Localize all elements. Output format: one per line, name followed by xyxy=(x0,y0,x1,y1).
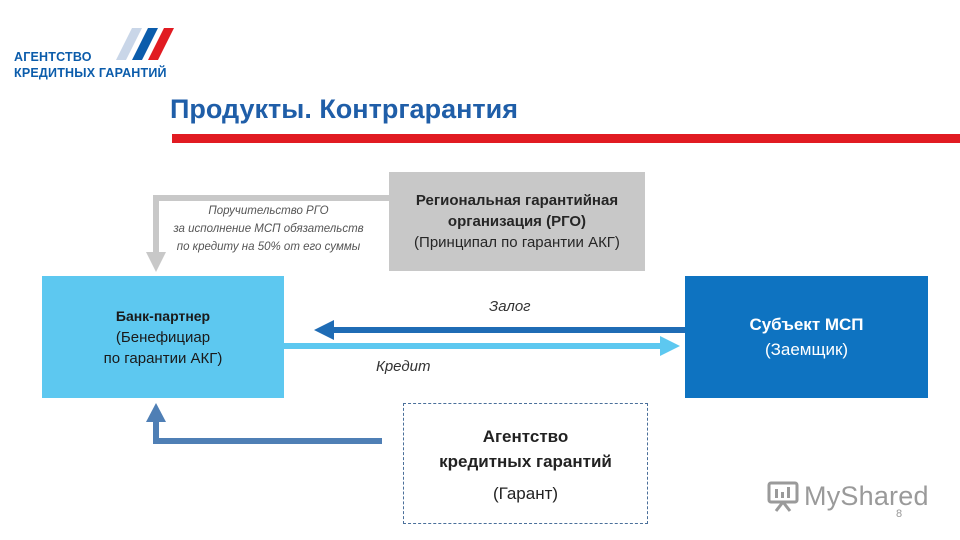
akg-line-1: Агентство xyxy=(482,426,569,446)
bank-line-1: Банк-партнер xyxy=(115,307,211,324)
collateral-arrowhead xyxy=(314,320,334,340)
akg-arrowhead xyxy=(146,403,166,422)
logo-line-2: КРЕДИТНЫХ ГАРАНТИЙ xyxy=(14,66,167,80)
guarantee-connector xyxy=(153,195,389,254)
akg-box: Агентство кредитных гарантий (Гарант) xyxy=(403,403,648,524)
logo-line-1: АГЕНТСТВО xyxy=(14,50,92,64)
msp-line-1: Субъект МСП xyxy=(749,315,864,334)
agency-logo: АГЕНТСТВО КРЕДИТНЫХ ГАРАНТИЙ xyxy=(14,26,174,86)
guarantee-note: Поручительство РГО за исполнение МСП обя… xyxy=(156,202,381,256)
akg-line-2: кредитных гарантий xyxy=(439,451,612,471)
akg-connector xyxy=(153,420,382,444)
credit-arrowhead xyxy=(660,336,680,356)
guarantee-note-line-1: Поручительство РГО xyxy=(208,205,329,217)
bank-line-3: по гарантии АКГ) xyxy=(103,349,223,367)
presentation-board-icon xyxy=(767,481,799,512)
collateral-label: Залог xyxy=(489,298,531,315)
rgo-line-1: Региональная гарантийная xyxy=(415,192,619,209)
msp-box: Субъект МСП (Заемщик) xyxy=(685,276,928,398)
rgo-box: Региональная гарантийная организация (РГ… xyxy=(389,172,645,271)
watermark-text: MyShared xyxy=(804,480,929,511)
title-rule xyxy=(172,134,960,143)
bank-line-2: (Бенефициар xyxy=(115,328,211,346)
bank-partner-box: Банк-партнер (Бенефициар по гарантии АКГ… xyxy=(42,276,284,398)
akg-line-3: (Гарант) xyxy=(492,483,559,503)
rgo-line-2: организация (РГО) xyxy=(447,213,587,230)
page-title: Продукты. Контргарантия xyxy=(170,94,518,124)
guarantee-arrowhead xyxy=(146,252,166,272)
guarantee-note-line-2: за исполнение МСП обязательств xyxy=(173,223,364,235)
page-number: 8 xyxy=(896,508,903,520)
guarantee-note-line-3: по кредиту на 50% от его суммы xyxy=(176,241,361,253)
credit-label: Кредит xyxy=(376,358,431,375)
logo-stripes-icon xyxy=(116,28,174,60)
rgo-line-3: (Принципал по гарантии АКГ) xyxy=(414,234,620,251)
msp-line-2: (Заемщик) xyxy=(764,340,849,359)
watermark: MyShared xyxy=(766,476,929,516)
